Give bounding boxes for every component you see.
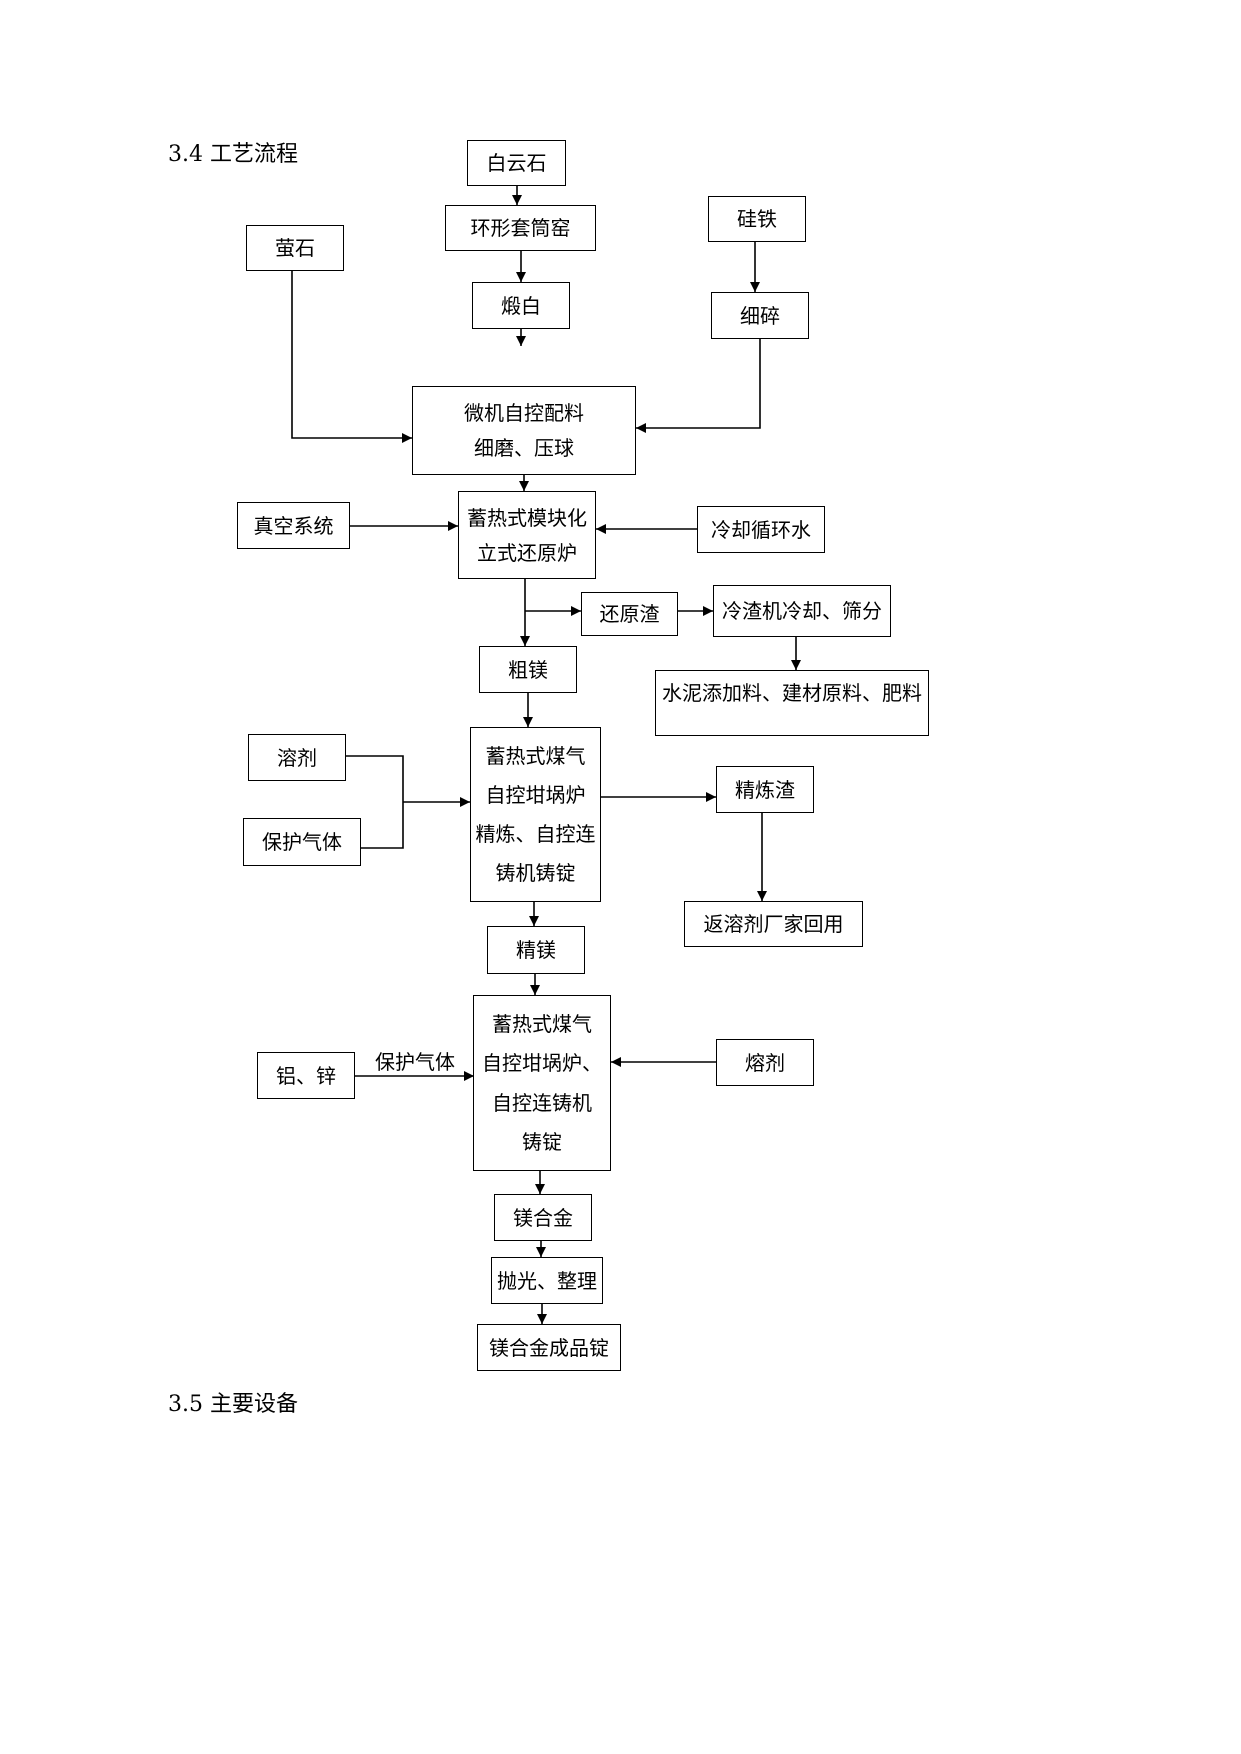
node-label: 水泥添加料、建材原料、肥料 <box>662 681 922 705</box>
node-label: 细磨、压球 <box>474 436 574 461</box>
node-label: 立式还原炉 <box>477 540 577 565</box>
node-label: 蓄热式煤气 <box>485 743 586 768</box>
node-paoguang-zhengli: 抛光、整理 <box>491 1257 603 1304</box>
node-shuini-tianjialiao: 水泥添加料、建材原料、肥料 <box>655 670 929 736</box>
node-lengzhaji: 冷渣机冷却、筛分 <box>713 585 891 637</box>
node-label: 白云石 <box>486 151 547 175</box>
node-label: 粗镁 <box>508 657 548 682</box>
node-jingmei: 精镁 <box>487 926 585 974</box>
section-heading-process-flow: 3.4 工艺流程 <box>168 142 298 167</box>
node-label: 还原渣 <box>599 602 660 626</box>
node-rongji: 溶剂 <box>248 734 346 781</box>
node-label: 熔剂 <box>745 1050 785 1075</box>
node-label: 抛光、整理 <box>497 1268 597 1293</box>
node-rongji-flux: 熔剂 <box>716 1039 814 1086</box>
node-label: 自控连铸机 <box>492 1090 592 1115</box>
node-label: 煅白 <box>501 293 541 318</box>
node-huanyuan-lu: 蓄热式模块化立式还原炉 <box>458 491 596 579</box>
node-label: 镁合金成品锭 <box>489 1335 609 1360</box>
node-label: 溶剂 <box>277 745 317 770</box>
node-label: 细碎 <box>740 303 780 328</box>
node-label: 冷渣机冷却、筛分 <box>722 599 882 623</box>
node-label: 铝、锌 <box>276 1063 336 1088</box>
node-jinglian-ganguolu: 蓄热式煤气自控坩埚炉精炼、自控连铸机铸锭 <box>470 727 601 902</box>
node-label: 精镁 <box>516 938 556 962</box>
node-label: 精炼渣 <box>735 777 795 802</box>
node-label: 冷却循环水 <box>711 517 811 542</box>
node-label: 蓄热式模块化 <box>467 505 587 530</box>
edge-yingshi-peiliao <box>291 271 412 443</box>
edge-label-baohu-qiti: 保护气体 <box>375 1050 455 1074</box>
node-label: 蓄热式煤气 <box>492 1011 592 1036</box>
node-baiyunshi: 白云石 <box>467 140 566 186</box>
node-label: 精炼、自控连 <box>475 822 596 847</box>
node-label: 微机自控配料 <box>464 400 584 425</box>
node-mei-hejin: 镁合金 <box>494 1194 592 1241</box>
node-zhenkong-xitong: 真空系统 <box>237 502 350 549</box>
node-lv-xin: 铝、锌 <box>257 1052 355 1099</box>
node-guitie: 硅铁 <box>708 196 806 242</box>
node-label: 真空系统 <box>253 513 334 538</box>
node-label: 保护气体 <box>262 830 342 854</box>
node-hejin-ganguolu: 蓄热式煤气自控坩埚炉、自控连铸机铸锭 <box>473 995 611 1171</box>
edge-xisui-peiliao <box>636 339 761 433</box>
node-lengque-xunhuanshui: 冷却循环水 <box>697 506 825 553</box>
node-xisui: 细碎 <box>711 292 809 339</box>
node-label: 自控坩埚炉 <box>485 782 586 807</box>
node-chengpin-ding: 镁合金成品锭 <box>477 1324 621 1371</box>
node-label: 返溶剂厂家回用 <box>703 912 844 936</box>
node-label: 镁合金 <box>513 1205 573 1230</box>
node-duanbai: 煅白 <box>472 282 570 329</box>
node-label: 自控坩埚炉、 <box>482 1051 602 1076</box>
node-label: 硅铁 <box>737 207 777 231</box>
node-label: 萤石 <box>275 236 315 260</box>
node-label: 环形套筒窑 <box>470 216 571 240</box>
node-huanxing-taotongyao: 环形套筒窑 <box>445 205 596 251</box>
node-yingshi: 萤石 <box>246 225 344 271</box>
node-huanyuan-zha: 还原渣 <box>581 592 678 636</box>
node-label: 铸锭 <box>522 1130 562 1155</box>
node-baohu-qiti: 保护气体 <box>243 818 361 866</box>
node-cumei: 粗镁 <box>479 646 577 693</box>
node-peiliao: 微机自控配料细磨、压球 <box>412 386 636 475</box>
node-fan-rongji-changjia: 返溶剂厂家回用 <box>684 901 863 947</box>
node-label: 铸机铸锭 <box>495 861 576 886</box>
node-jinglian-zha: 精炼渣 <box>716 766 814 813</box>
section-heading-main-equipment: 3.5 主要设备 <box>168 1392 298 1417</box>
